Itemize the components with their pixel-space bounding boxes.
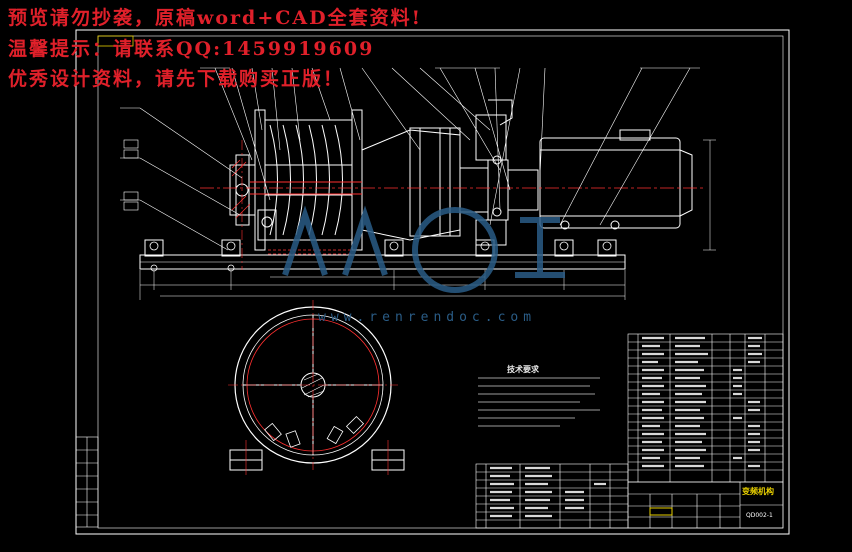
drawing-number-label-box: [97, 35, 134, 47]
anchor-bolts: [149, 241, 612, 272]
watermark-line-3: 优秀设计资料，请先下载购买正版！: [8, 68, 345, 90]
support-feet: [229, 440, 405, 475]
technical-notes-lines: [478, 377, 600, 427]
drawing-inner-border: [97, 35, 784, 529]
part-number-boxes: [123, 139, 139, 211]
section-hatch: [231, 159, 352, 255]
drum-end-view: [228, 300, 405, 475]
lower-parts-entries: [490, 466, 606, 518]
left-bearing: [229, 154, 277, 241]
electric-motor: [539, 129, 693, 230]
title-block-drawing-number: QD002-1: [746, 512, 773, 519]
part-leader-lines: [120, 67, 700, 251]
rope-clamps: [264, 415, 365, 448]
watermark-site-url: www.renrendoc.com: [318, 310, 537, 325]
drawing-border: [75, 29, 790, 535]
technical-notes-title: 技术要求: [507, 365, 539, 374]
title-block-drawing-name: 变频机构: [742, 487, 774, 496]
gear-reducer: [361, 127, 461, 241]
watermark-line-1: 预览请勿抄袭，原稿word+CAD全套资料!: [8, 7, 422, 29]
hub-hatch: [301, 373, 325, 398]
parts-list-table: [627, 333, 784, 483]
watermark-line-2: 温馨提示：请联系QQ:1459919609: [8, 38, 375, 60]
renrendoc-logo-icon: [282, 205, 565, 293]
left-side-table: [75, 436, 99, 528]
title-block-highlight: [649, 507, 673, 516]
parts-list-entries: [642, 336, 762, 468]
lower-parts-list: [475, 463, 629, 529]
